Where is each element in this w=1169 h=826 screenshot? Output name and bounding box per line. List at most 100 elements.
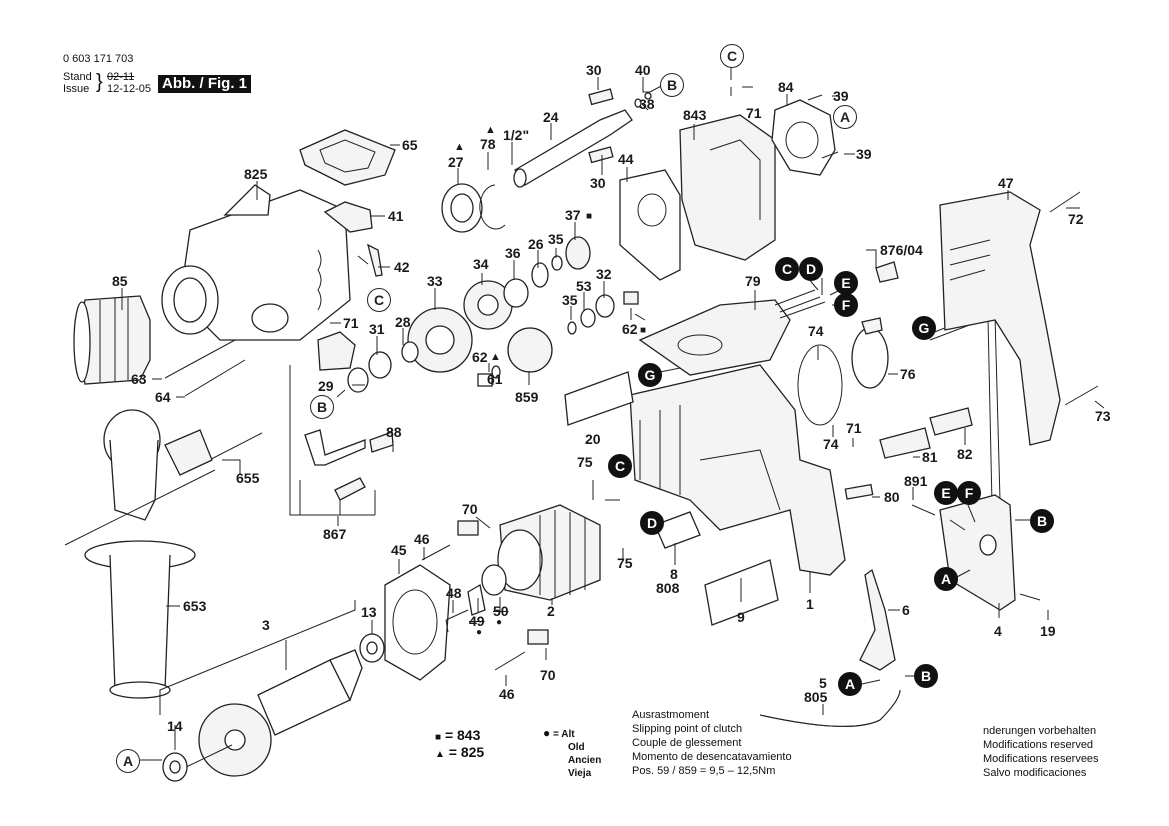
modifications-es: Salvo modificaciones [983,767,1087,779]
legend-dot-value: = Alt [553,729,575,740]
connector-a-filled: A [838,672,862,696]
callout-891: 891 [904,473,928,489]
field-coil-drawing [497,504,601,601]
callout-30: 30 [590,175,606,191]
callout-71: 71 [846,420,862,436]
callout-84: 84 [778,79,794,95]
callout-70: 70 [462,501,478,517]
callout-655: 655 [236,470,260,486]
callout-70: 70 [540,667,556,683]
callout-46: 46 [414,531,430,547]
connector-f-filled: F [957,481,981,505]
clutch-note: Ausrastmoment Slipping point of clutch C… [632,708,792,778]
legend-triangle-row: ▲ = 825 [435,745,484,762]
callout-42: 42 [394,259,410,275]
dot-marker: ● [543,726,551,740]
callout-6: 6 [902,602,910,618]
connector-e-filled: E [934,481,958,505]
callout-64: 64 [155,389,171,405]
modifications-en: Modifications reserved [983,739,1094,751]
modifications-de: nderungen vorbehalten [983,725,1097,737]
modifications-note: nderungen vorbehalten Modifications rese… [983,724,1099,780]
connector-e-filled: E [834,271,858,295]
legend-old-parts: ● = Alt Old Ancien Vieja [543,727,601,780]
callout-50: 50 [493,603,509,619]
callout-71: 71 [343,315,359,331]
callout-37: 37 [565,207,581,223]
square-marker: ■ [640,325,647,336]
clutch-note-de: Ausrastmoment [632,709,710,721]
legend-triangle-value: = 825 [448,744,485,760]
callout-8: 8 [670,566,678,582]
clutch-note-value: Pos. 59 / 859 = 9,5 – 12,5Nm [632,765,776,777]
connector-c-filled: C [608,454,632,478]
square-marker: ■ [586,211,593,222]
callout-29: 29 [318,378,334,394]
callout-80: 80 [884,489,900,505]
callout-4: 4 [994,623,1002,639]
callout-46: 46 [499,686,515,702]
clutch-note-fr: Couple de glessement [632,737,742,749]
callout-45: 45 [391,542,407,558]
callout-36: 36 [505,245,521,261]
callout-41: 41 [388,208,404,224]
callout-14: 14 [167,718,183,734]
callout-20: 20 [585,431,601,447]
callout-76: 76 [900,366,916,382]
callout-825: 825 [244,166,268,182]
callout-28: 28 [395,314,411,330]
stand-label: Stand [63,71,92,83]
callout-85: 85 [112,273,128,289]
callout-65: 65 [402,137,418,153]
legend-old: Old [568,742,585,753]
gear-housing-drawing [161,184,351,341]
callout-859: 859 [515,389,539,405]
modifications-fr: Modifications reservees [983,753,1099,765]
callout-9: 9 [737,609,745,625]
callout-74: 74 [823,436,839,452]
callout-78: 78 [480,136,496,152]
callout-40: 40 [635,62,651,78]
callout-half-inch: 1/2" [503,127,530,143]
connector-b-filled: B [1030,509,1054,533]
callout-33: 33 [427,273,443,289]
callout-75: 75 [617,555,633,571]
connector-b: B [660,73,684,97]
legend-square-value: = 843 [444,727,481,743]
issue-label: Issue [63,83,90,95]
callout-843: 843 [683,107,707,123]
legend-dot-row: ● = Alt [543,727,601,741]
callout-79: 79 [745,273,761,289]
connector-b: B [310,395,334,419]
callout-44: 44 [618,151,634,167]
callout-3: 3 [262,617,270,633]
chuck-drawing [73,295,151,385]
connector-c: C [720,44,744,68]
clutch-note-es: Momento de desencatavamiento [632,751,792,763]
part-number: 0 603 171 703 [63,53,134,65]
callout-35: 35 [548,231,564,247]
clutch-note-en: Slipping point of clutch [632,723,743,735]
callout-38: 38 [639,96,655,112]
triangle-marker: ▲ [454,141,465,153]
motor-housing-drawing [629,364,846,576]
callout-24: 24 [543,109,559,125]
callout-35: 35 [562,292,578,308]
leader-lines [121,68,1105,761]
figure-label: Abb. / Fig. 1 [158,75,251,93]
triangle-marker: ▲ [485,124,496,136]
connector-a-filled: A [934,567,958,591]
brace-glyph: } [96,71,103,93]
square-marker: ■ [435,732,442,743]
callout-34: 34 [473,256,489,272]
callout-63: 63 [131,371,147,387]
connector-d-filled: D [640,511,664,535]
callout-867: 867 [323,526,347,542]
connector-c: C [367,288,391,312]
callout-48: 48 [446,585,462,601]
triangle-marker: ▲ [490,351,501,363]
callout-71: 71 [746,105,762,121]
callout-26: 26 [528,236,544,252]
triangle-marker: ▲ [435,749,445,760]
